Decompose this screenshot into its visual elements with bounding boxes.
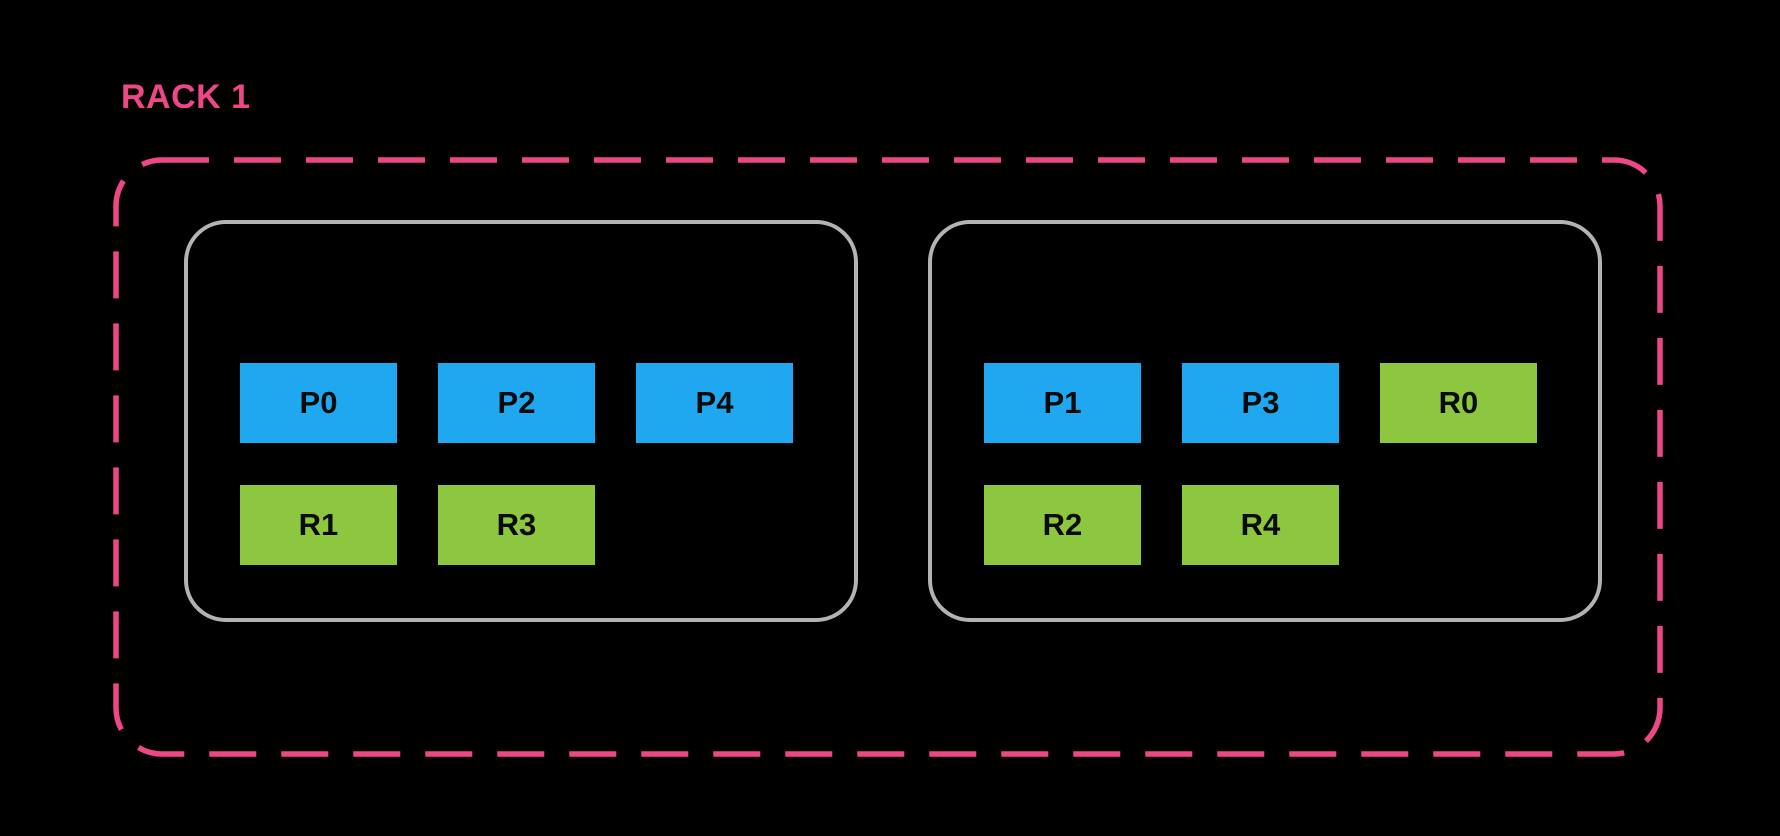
node-container-1: P0 P2 P4 R1 R3 [184,220,858,622]
node-p3: P3 [1182,363,1339,443]
node-container-2: P1 P3 R0 R2 R4 [928,220,1602,622]
node-r2: R2 [984,485,1141,565]
node-row: P0 P2 P4 [240,363,793,443]
node-p1: P1 [984,363,1141,443]
node-r1: R1 [240,485,397,565]
node-r4: R4 [1182,485,1339,565]
node-r0: R0 [1380,363,1537,443]
node-row: P1 P3 R0 [984,363,1537,443]
rack-dashed-border [113,157,1663,757]
node-row: R2 R4 [984,485,1339,565]
rack-title: RACK 1 [121,78,251,116]
node-p2: P2 [438,363,595,443]
node-p4: P4 [636,363,793,443]
node-p0: P0 [240,363,397,443]
node-row: R1 R3 [240,485,595,565]
node-r3: R3 [438,485,595,565]
